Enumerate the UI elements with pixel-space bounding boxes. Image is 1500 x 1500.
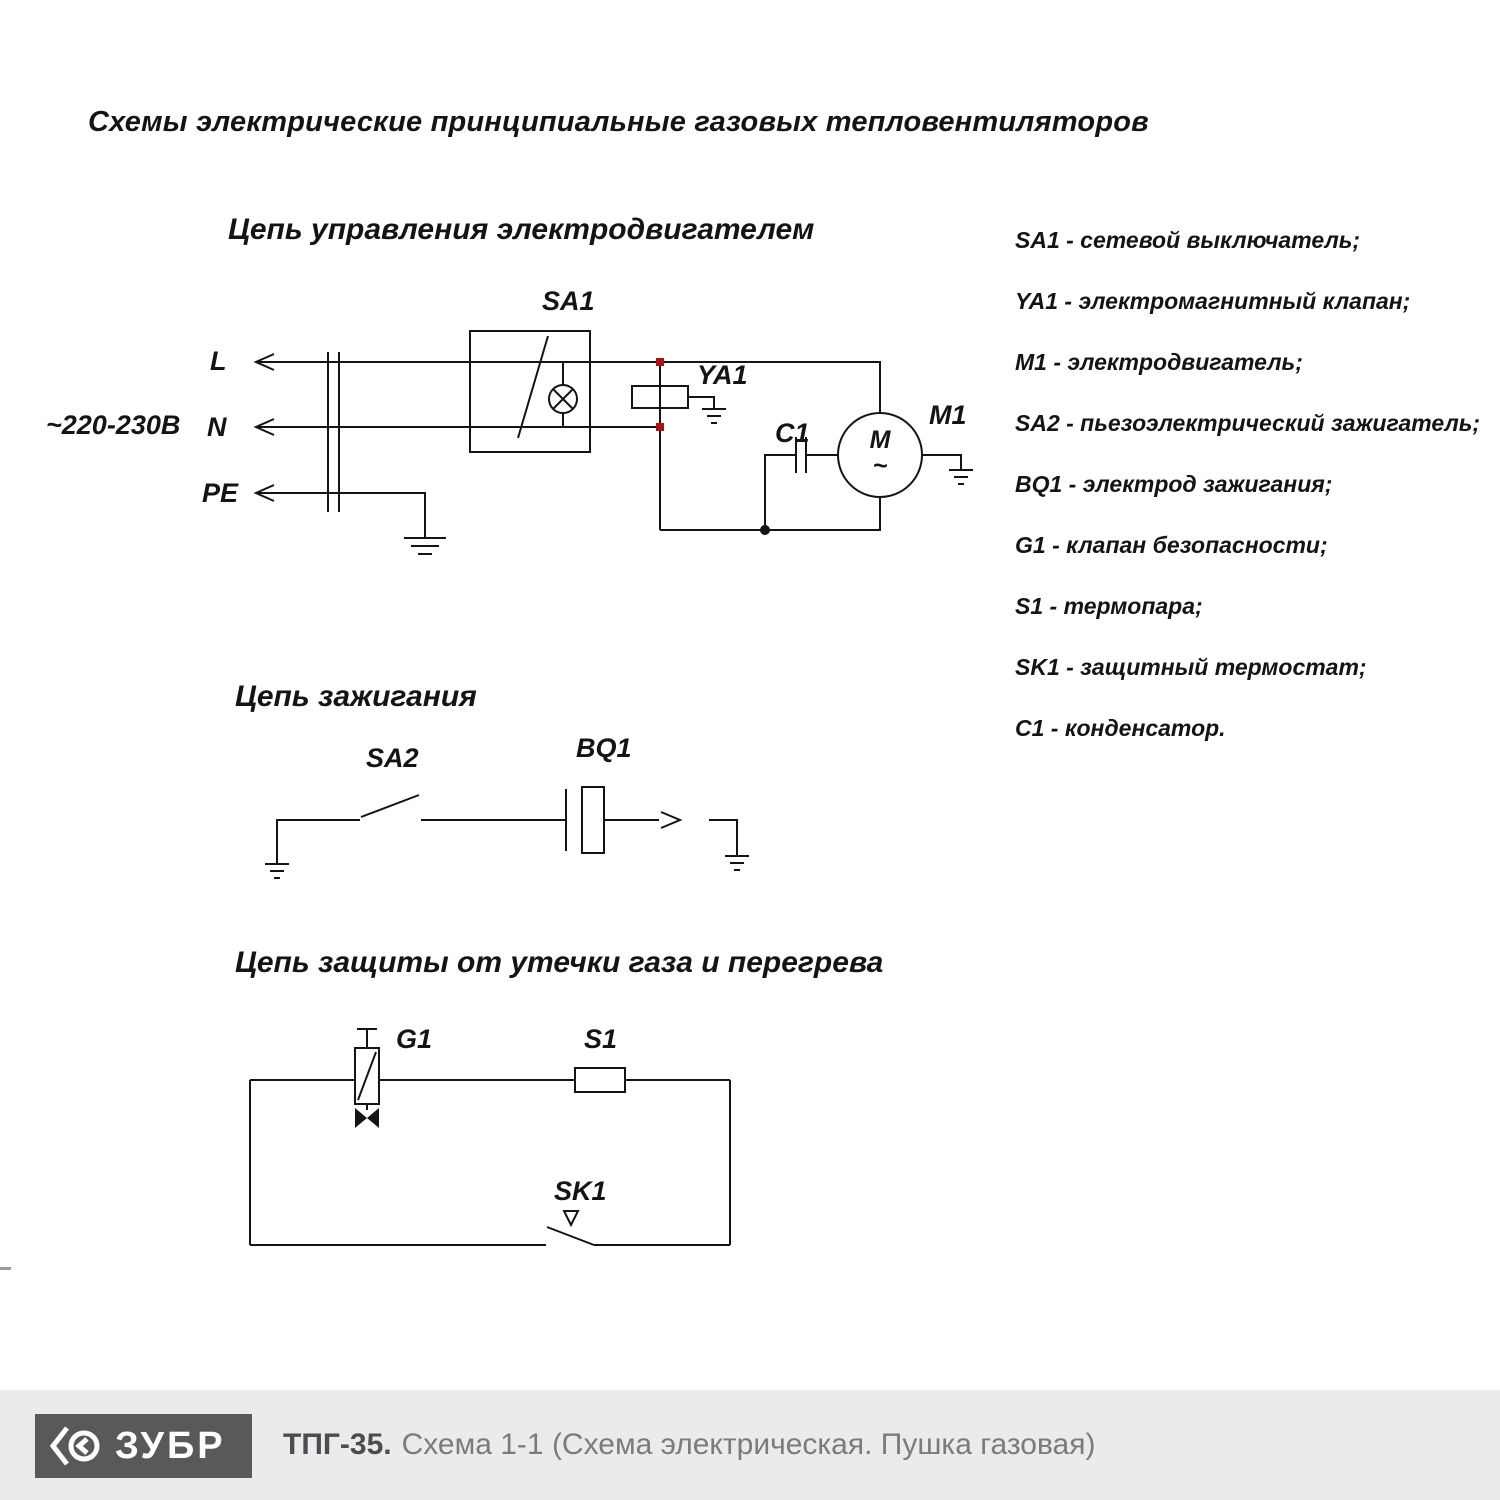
g1-valve-bowtie-left <box>355 1108 367 1128</box>
ya1-earth-icon <box>702 408 726 424</box>
sk1-thermostat-icon <box>562 1210 580 1228</box>
pe-earth-icon <box>404 537 446 555</box>
pe-wire <box>256 492 426 538</box>
red-junction-top <box>656 358 664 366</box>
g1-label: G1 <box>396 1024 433 1054</box>
legend-item-g1: G1 - клапан безопасности; <box>1015 532 1328 558</box>
ignition-right-earth-icon <box>725 855 749 871</box>
motor-m-symbol: M <box>869 426 891 454</box>
voltage-label: ~220-230В <box>46 410 181 440</box>
ya1-earth-lead <box>688 396 715 409</box>
motor-earth-lead <box>922 454 962 470</box>
sk1-switch-lever <box>546 1226 595 1246</box>
legend-item-sa2: SA2 - пьезоэлектрический зажигатель; <box>1015 410 1481 436</box>
m1-label: M1 <box>929 400 967 430</box>
scan-edge-artifact <box>0 1267 11 1270</box>
legend-item-s1: S1 - термопара; <box>1015 593 1203 619</box>
terminal-pe-label: PE <box>202 478 239 508</box>
sa1-switch-box <box>469 330 591 453</box>
motor-control-circuit <box>253 330 973 555</box>
g1-valve-bowtie-right <box>367 1108 379 1128</box>
c1-branch-wire <box>764 454 838 530</box>
l-arrow-icon <box>253 353 275 371</box>
lamp-cross-icon <box>552 388 574 410</box>
g1-valve-diagonal <box>357 1051 377 1101</box>
terminal-l-label: L <box>210 346 227 376</box>
connector-bars-icon <box>327 352 340 512</box>
section-title-motor-control: Цепь управления электродвигателем <box>228 213 815 246</box>
footer-caption: ТПГ-35. Схема 1-1 (Схема электрическая. … <box>283 1390 1095 1500</box>
legend-item-ya1: YA1 - электромагнитный клапан; <box>1015 288 1411 314</box>
legend-item-sk1: SK1 - защитный термостат; <box>1015 654 1367 680</box>
c1-capacitor-icon <box>795 437 807 473</box>
ignition-left-earth-icon <box>265 863 289 879</box>
bottom-wire <box>660 497 881 531</box>
c1-label: C1 <box>775 418 810 448</box>
section-title-protection: Цепь защиты от утечки газа и перегрева <box>235 946 884 979</box>
zubr-logo-icon <box>49 1426 100 1466</box>
scheme-description: Схема 1-1 (Схема электрическая. Пушка га… <box>401 1428 1096 1461</box>
legend-item-bq1: BQ1 - электрод зажигания; <box>1015 471 1333 497</box>
section-title-ignition: Цепь зажигания <box>235 680 477 713</box>
junction-dot <box>760 525 770 535</box>
sa2-switch-lever <box>360 794 420 818</box>
footer-bar: ЗУБР ТПГ-35. Схема 1-1 (Схема электричес… <box>0 1390 1500 1500</box>
l-wire <box>256 361 881 413</box>
sa1-label: SA1 <box>542 286 595 316</box>
ignition-left-lead <box>276 819 360 864</box>
protection-circuit <box>249 1028 731 1246</box>
red-junction-bottom <box>656 423 664 431</box>
legend: SA1 - сетевой выключатель; YA1 - электро… <box>1015 210 1480 759</box>
motor-ac-symbol: ~ <box>872 452 888 480</box>
brand-name: ЗУБР <box>115 1424 226 1467</box>
ya1-label: YA1 <box>697 360 748 390</box>
s1-thermocouple-box <box>574 1067 626 1093</box>
motor-earth-icon <box>949 469 973 485</box>
bq1-label: BQ1 <box>576 733 632 763</box>
spark-arrow-icon <box>660 811 683 829</box>
s1-label: S1 <box>584 1024 618 1054</box>
ignition-right-lead <box>709 819 738 856</box>
model-label: ТПГ-35. <box>283 1428 392 1461</box>
ignition-circuit <box>265 786 749 879</box>
bq1-electrode-box <box>581 786 605 854</box>
legend-item-m1: M1 - электродвигатель; <box>1015 349 1303 375</box>
sk1-label: SK1 <box>554 1176 607 1206</box>
n-arrow-icon <box>253 418 275 436</box>
brand-logo: ЗУБР <box>35 1414 252 1478</box>
terminal-n-label: N <box>207 412 227 442</box>
sa2-label: SA2 <box>366 743 419 773</box>
legend-item-c1: C1 - конденсатор. <box>1015 715 1226 741</box>
pe-arrow-icon <box>253 484 275 502</box>
legend-item-sa1: SA1 - сетевой выключатель; <box>1015 227 1361 253</box>
g1-top-pin-icon <box>357 1028 377 1048</box>
sa1-switch-lever <box>517 335 549 439</box>
page-title: Схемы электрические принципиальные газов… <box>88 106 1149 138</box>
